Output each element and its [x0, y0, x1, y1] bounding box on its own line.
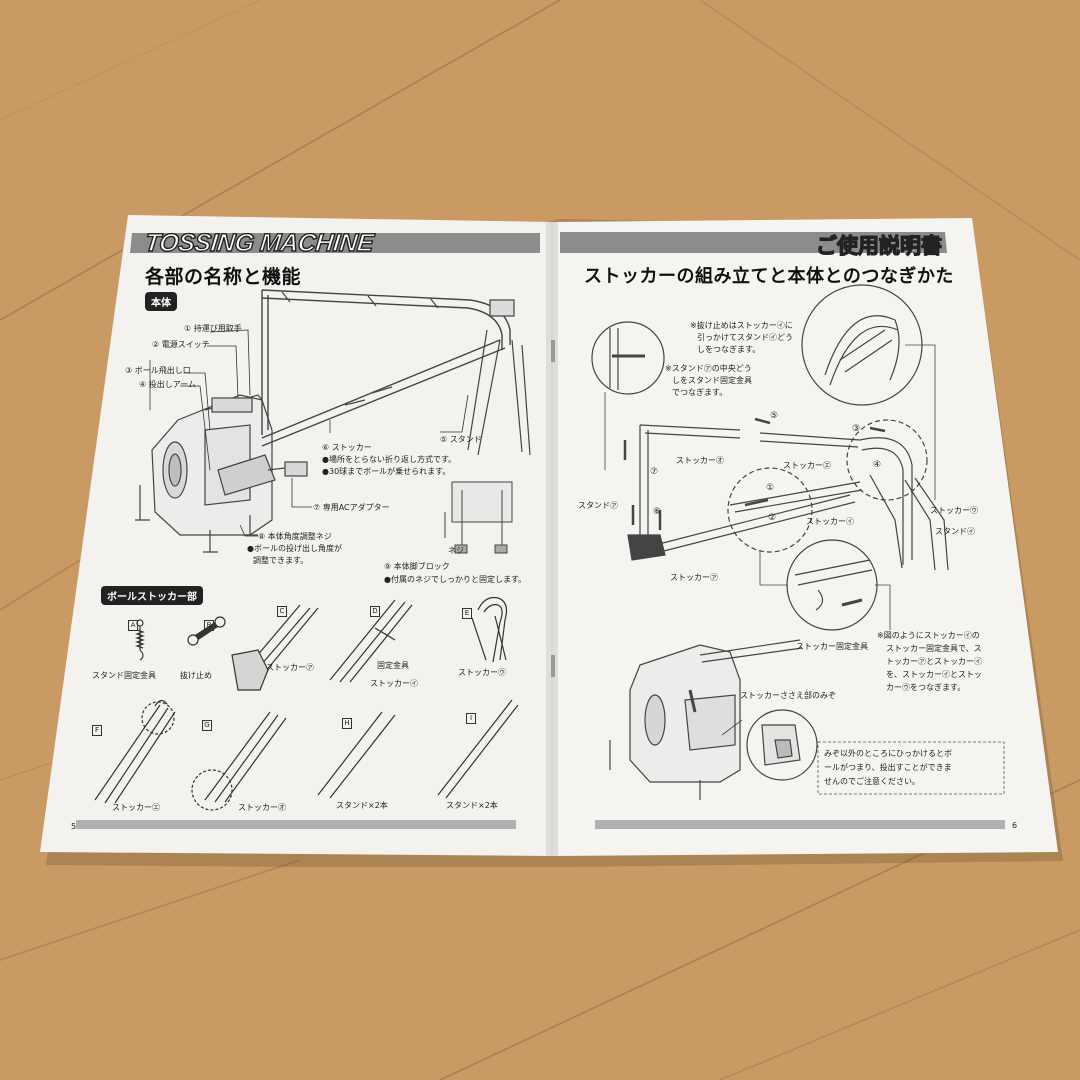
foot-note: ●付属のネジでしっかりと固定します。 [384, 575, 527, 584]
step-1: ① [766, 483, 775, 493]
part-b-label: 抜け止め [180, 671, 212, 680]
label-stocker-i: ストッカー㋑ [806, 517, 854, 526]
label-stocker-e: ストッカー㋓ [783, 461, 831, 470]
note-top-2-line-2: しをスタンド固定金具 [672, 376, 752, 385]
assembly-diagram [591, 284, 949, 800]
part-g-label: ストッカー㋔ [238, 803, 286, 812]
part-letter-d: D [370, 606, 380, 617]
stocker-parts-illustrations [135, 596, 508, 691]
right-header-bar [560, 232, 947, 253]
part-label-2: ② 電源スイッチ [152, 340, 210, 349]
caution-line-2: ールがつまり、投出すことができま [824, 763, 952, 772]
manual-title: ご使用説明書 [815, 233, 942, 258]
part-f-label: ストッカー㋓ [112, 803, 160, 812]
step-7: ⑦ [650, 467, 659, 477]
step-6: ⑥ [653, 507, 662, 517]
part-letter-g: G [202, 720, 212, 731]
brand-title: TOSSING MACHINE [143, 228, 376, 257]
part-letter-b: B [204, 620, 214, 631]
foot-block-illustration [444, 481, 513, 554]
caution-line-3: せんのでご注意ください。 [824, 777, 920, 786]
angle-note-2: 調整できます。 [253, 556, 309, 565]
stocker-note-2: ●30球までボールが乗せられます。 [322, 467, 451, 476]
note-top-2-line-1: ※スタンド㋐の中央どう [665, 364, 752, 373]
part-label-7: ⑦ 専用ACアダプター [313, 503, 390, 512]
part-label-1: ① 持運び用取手 [184, 324, 242, 333]
note-top-2-line-3: でつなぎます。 [672, 388, 728, 397]
caution-line-1: みぞ以外のところにひっかけるとボ [824, 749, 952, 758]
note-top-1-line-2: 引っかけてスタンド㋑どう [697, 333, 793, 342]
label-stand-i: スタンド㋑ [935, 527, 975, 536]
label-stocker-a: ストッカー㋐ [670, 573, 718, 582]
screw-label: ネジ [448, 546, 464, 555]
label-groove: ストッカーささえ部のみぞ [740, 691, 836, 700]
step-4: ④ [873, 460, 882, 470]
angle-note-1: ●ボールの投げ出し角度が [247, 544, 342, 553]
part-label-9: ⑨ 本体脚ブロック [384, 562, 450, 571]
part-letter-a: A [128, 620, 138, 631]
note-bottom-line-4: を、ストッカー㋑とストッ [886, 670, 982, 679]
note-top-1-line-1: ※抜け止めはストッカー㋑に [690, 321, 793, 330]
page-number-left: 5 [71, 822, 77, 831]
part-label-4: ④ 投出しアーム [139, 380, 196, 389]
note-bottom-line-1: ※図のようにストッカー㋑の [877, 631, 980, 640]
part-h-label: スタンド×2本 [336, 801, 388, 810]
left-header-bar [130, 233, 540, 253]
page-number-right: 6 [1012, 821, 1018, 830]
right-page-heading: ストッカーの組み立てと本体とのつなぎかた [584, 266, 954, 287]
part-a-label: スタンド固定金具 [92, 671, 156, 680]
part-d-sub: 固定金具 [377, 661, 409, 670]
note-bottom-line-2: ストッカー固定金具で、ス [886, 644, 982, 653]
part-letter-f: F [92, 725, 102, 736]
stocker-note-1: ●場所をとらない折り返し方式です。 [322, 455, 457, 464]
note-bottom-line-5: カー㋒をつなぎます。 [886, 683, 966, 692]
part-e-label: ストッカー㋒ [458, 668, 506, 677]
left-page [40, 215, 552, 856]
part-label-3: ③ ボール飛出し口 [125, 366, 191, 375]
part-label-8: ⑧ 本体角度調整ネジ [258, 532, 332, 541]
part-letter-c: C [277, 606, 287, 617]
label-stocker-u: ストッカー㋒ [930, 506, 978, 515]
part-label-6: ⑥ ストッカー [322, 443, 372, 452]
step-5: ⑤ [770, 411, 779, 421]
step-3: ③ [852, 424, 861, 434]
part-letter-e: E [462, 608, 472, 619]
part-d-label: ストッカー㋑ [370, 679, 418, 688]
label-fixture: ストッカー固定金具 [796, 642, 868, 651]
section-label-stocker: ボールストッカー部 [101, 586, 203, 605]
part-i-label: スタンド×2本 [446, 801, 498, 810]
note-bottom-line-3: トッカー㋐とストッカー㋑ [886, 657, 982, 666]
note-top-1-line-3: しをつなぎます。 [697, 345, 761, 354]
label-stand-a: スタンド㋐ [578, 501, 618, 510]
section-label-body: 本体 [145, 292, 177, 311]
part-c-label: ストッカー㋐ [266, 663, 314, 672]
label-stocker-o: ストッカー㋔ [676, 456, 724, 465]
left-page-heading: 各部の名称と機能 [145, 266, 302, 288]
part-letter-h: H [342, 718, 352, 729]
machine-diagram [135, 289, 531, 553]
part-label-5: ⑤ スタンド [440, 435, 482, 444]
step-2: ② [768, 513, 777, 523]
part-letter-i: I [466, 713, 476, 724]
